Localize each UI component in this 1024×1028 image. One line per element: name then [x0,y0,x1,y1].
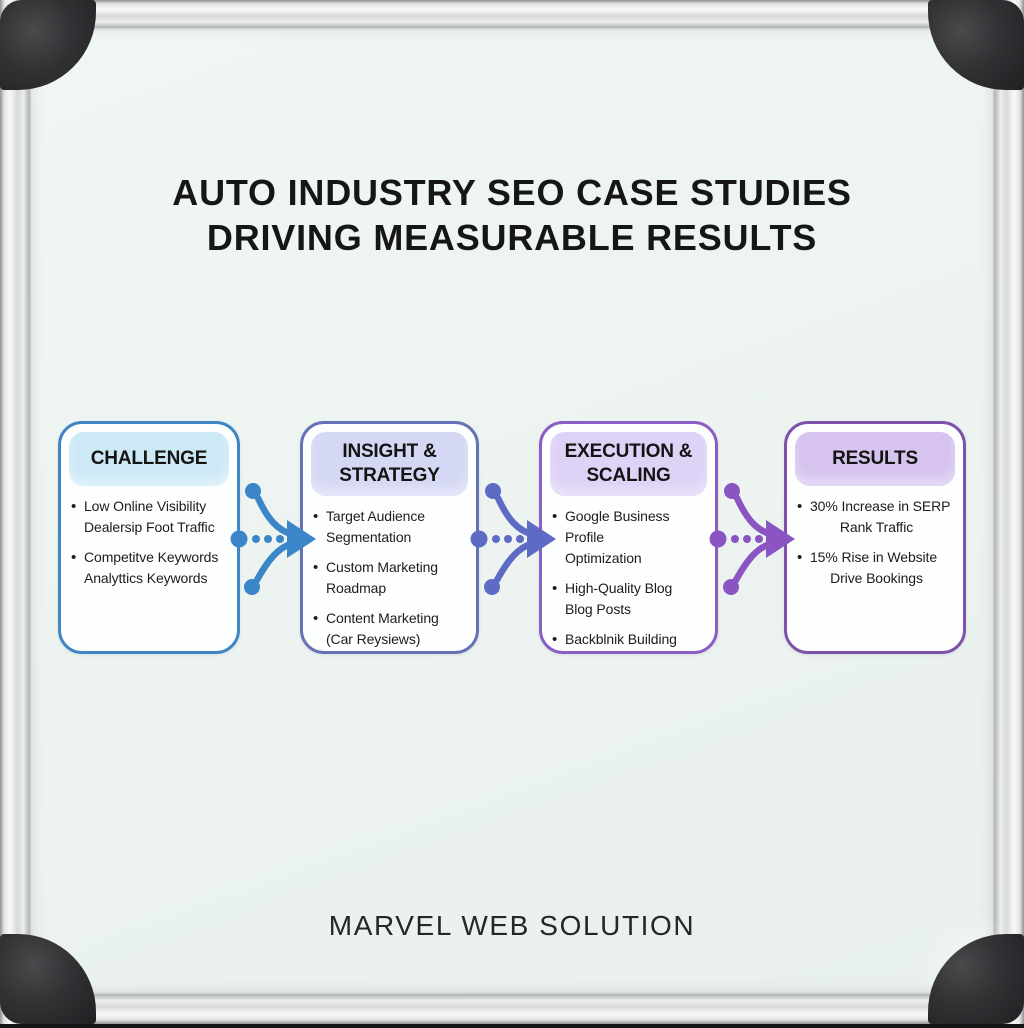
step-header-line: STRATEGY [339,465,440,486]
step-header-execution-scaling: EXECUTION & SCALING [550,432,707,496]
step-header-line: CHALLENGE [90,448,208,469]
step-box-insight-strategy: INSIGHT & STRATEGY Target Audience Segme… [300,421,479,654]
list-item: High-Quality Blog Blog Posts [552,578,709,620]
page-title-line2: DRIVING MEASURABLE RESULTS [206,217,818,258]
step-header-line: SCALING [586,465,671,486]
bullet-line: Roadmap [326,580,387,596]
bullet-line: Rank Traffic [839,519,914,535]
list-item: 30% Increase in SERP Rank Traffic [797,496,957,538]
bullet-line: High-Quality Blog [565,580,673,596]
step-header-challenge: CHALLENGE [69,432,229,486]
bullet-line: Target Audience [326,508,425,524]
flow-arrow-1-icon [230,483,316,595]
bullet-line: Backblnik Building [565,631,677,647]
list-item: 15% Rise in Website Drive Bookings [797,547,957,589]
whiteboard-frame-right [994,0,1024,1024]
flow-arrow-3-icon [709,483,795,595]
bullet-line: Content Marketing [326,610,439,626]
flow-arrow-2-icon [470,483,556,595]
bullet-line: Google Business Profile [565,508,670,545]
list-item: Target Audience Segmentation [313,506,470,548]
step-bullets-insight-strategy: Target Audience Segmentation Custom Mark… [303,506,476,650]
list-item: Low Online Visibility Dealersip Foot Tra… [71,496,231,538]
step-bullets-results: 30% Increase in SERP Rank Traffic 15% Ri… [787,496,963,589]
bullet-line: Drive Bookings [830,570,923,586]
bullet-line: Custom Marketing [326,559,438,575]
list-item: Backblnik Building [552,629,709,650]
bullet-line: Segmentation [326,529,412,545]
list-item: Competitve Keywords Analyttics Keywords [71,547,231,589]
step-box-challenge: CHALLENGE Low Online Visibility Dealersi… [58,421,240,654]
step-header-line: RESULTS [832,448,918,469]
whiteboard-frame-top [0,0,1024,28]
step-bullets-challenge: Low Online Visibility Dealersip Foot Tra… [61,496,237,589]
bullet-line: Competitve Keywords [84,549,219,565]
bullet-line: 15% Rise in Website [810,549,938,565]
brand-text: MARVEL WEB SOLUTION [328,910,696,941]
bullet-line: Optimization [565,550,642,566]
step-header-results: RESULTS [795,432,955,486]
list-item: Content Marketing (Car Reysiews) [313,608,470,650]
step-bullets-execution-scaling: Google Business Profile Optimization Hig… [542,506,715,650]
step-header-insight-strategy: INSIGHT & STRATEGY [311,432,468,496]
bullet-line: Blog Posts [565,601,631,617]
bullet-line: 30% Increase in SERP [810,498,951,514]
step-header-line: INSIGHT & [342,441,437,462]
page-title-line1: AUTO INDUSTRY SEO CASE STUDIES [172,172,852,213]
whiteboard-frame-left [0,0,30,1024]
bullet-line: Analyttics Keywords [84,570,208,586]
list-item: Custom Marketing Roadmap [313,557,470,599]
list-item: Google Business Profile Optimization [552,506,709,569]
step-box-results: RESULTS 30% Increase in SERP Rank Traffi… [784,421,966,654]
step-box-execution-scaling: EXECUTION & SCALING Google Business Prof… [539,421,718,654]
bullet-line: Dealersip Foot Traffic [84,519,215,535]
whiteboard-frame-bottom [0,994,1024,1024]
page-title: AUTO INDUSTRY SEO CASE STUDIES DRIVING M… [0,170,1024,260]
bullet-line: (Car Reysiews) [326,631,421,647]
step-header-line: EXECUTION & [564,441,693,462]
bullet-line: Low Online Visibility [84,498,207,514]
